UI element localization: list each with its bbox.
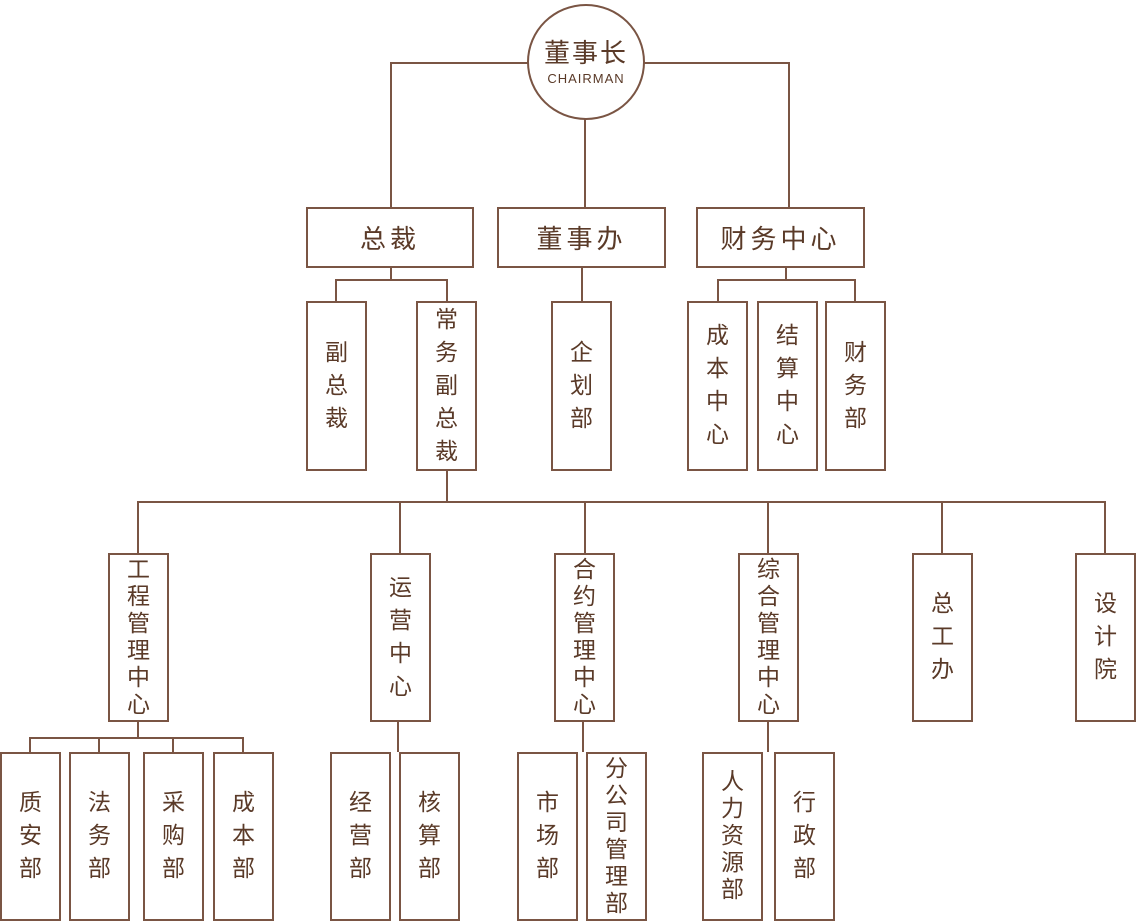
node-label: 副总裁 [325,339,348,432]
node-label: 常务副总裁 [435,306,458,465]
node-hr-dept: 人力资源部 [702,752,763,921]
node-label: 财务中心 [720,225,841,255]
connector-line [335,267,448,301]
node-planning-dept: 企划部 [551,301,612,471]
node-contract-center: 合约管理中心 [554,553,615,722]
node-operations-center: 运营中心 [370,553,431,722]
node-engineering-center: 工程管理中心 [108,553,169,722]
node-label: 人力资源部 [721,769,744,903]
node-design-institute: 设计院 [1075,553,1136,722]
node-label: 合约管理中心 [573,556,596,718]
connector-line [29,721,244,752]
chairman-title: 董事长 [543,38,628,69]
node-label: 运营中心 [389,574,412,700]
node-business-dept: 经营部 [330,752,391,921]
connector-line [717,267,856,301]
node-label: 财务部 [844,339,867,432]
node-finance-center: 财务中心 [696,207,865,268]
node-settlement-center: 结算中心 [757,301,818,471]
node-label: 总裁 [359,225,420,255]
node-purchasing-dept: 采购部 [143,752,204,921]
connector-line [137,470,1106,553]
node-executive-vp: 常务副总裁 [416,301,477,471]
node-label: 法务部 [88,790,111,882]
node-board-office: 董事办 [497,207,666,268]
chairman-node: 董事长 CHAIRMAN [527,4,645,120]
chairman-subtitle: CHAIRMAN [547,70,625,86]
node-cost-dept: 成本部 [213,752,274,921]
node-label: 质安部 [19,790,42,882]
connector-line [399,502,943,553]
node-finance-dept: 财务部 [825,301,886,471]
node-admin-dept: 行政部 [774,752,835,921]
node-label: 总工办 [931,591,954,683]
node-label: 设计院 [1094,591,1117,683]
connector-line [390,62,532,207]
node-label: 企划部 [570,339,593,432]
node-general-mgmt-center: 综合管理中心 [738,553,799,722]
node-label: 工程管理中心 [127,556,150,718]
node-label: 行政部 [793,790,816,882]
node-label: 成本部 [232,790,255,882]
connector-line [640,62,790,207]
node-accounting-dept: 核算部 [399,752,460,921]
node-label: 核算部 [418,790,441,882]
node-label: 成本中心 [706,323,729,448]
node-legal-dept: 法务部 [69,752,130,921]
node-label: 结算中心 [776,323,799,448]
node-label: 采购部 [162,790,185,882]
node-cost-center: 成本中心 [687,301,748,471]
node-market-dept: 市场部 [517,752,578,921]
node-chief-engineer-office: 总工办 [912,553,973,722]
node-label: 董事办 [536,225,627,255]
node-branch-mgmt-dept: 分公司管理部 [586,752,647,921]
node-quality-safety-dept: 质安部 [0,752,61,921]
node-label: 经营部 [349,790,372,882]
node-label: 综合管理中心 [757,556,780,718]
node-vice-president: 副总裁 [306,301,367,471]
node-label: 分公司管理部 [605,755,628,917]
node-label: 市场部 [536,790,559,882]
node-president: 总裁 [306,207,474,268]
